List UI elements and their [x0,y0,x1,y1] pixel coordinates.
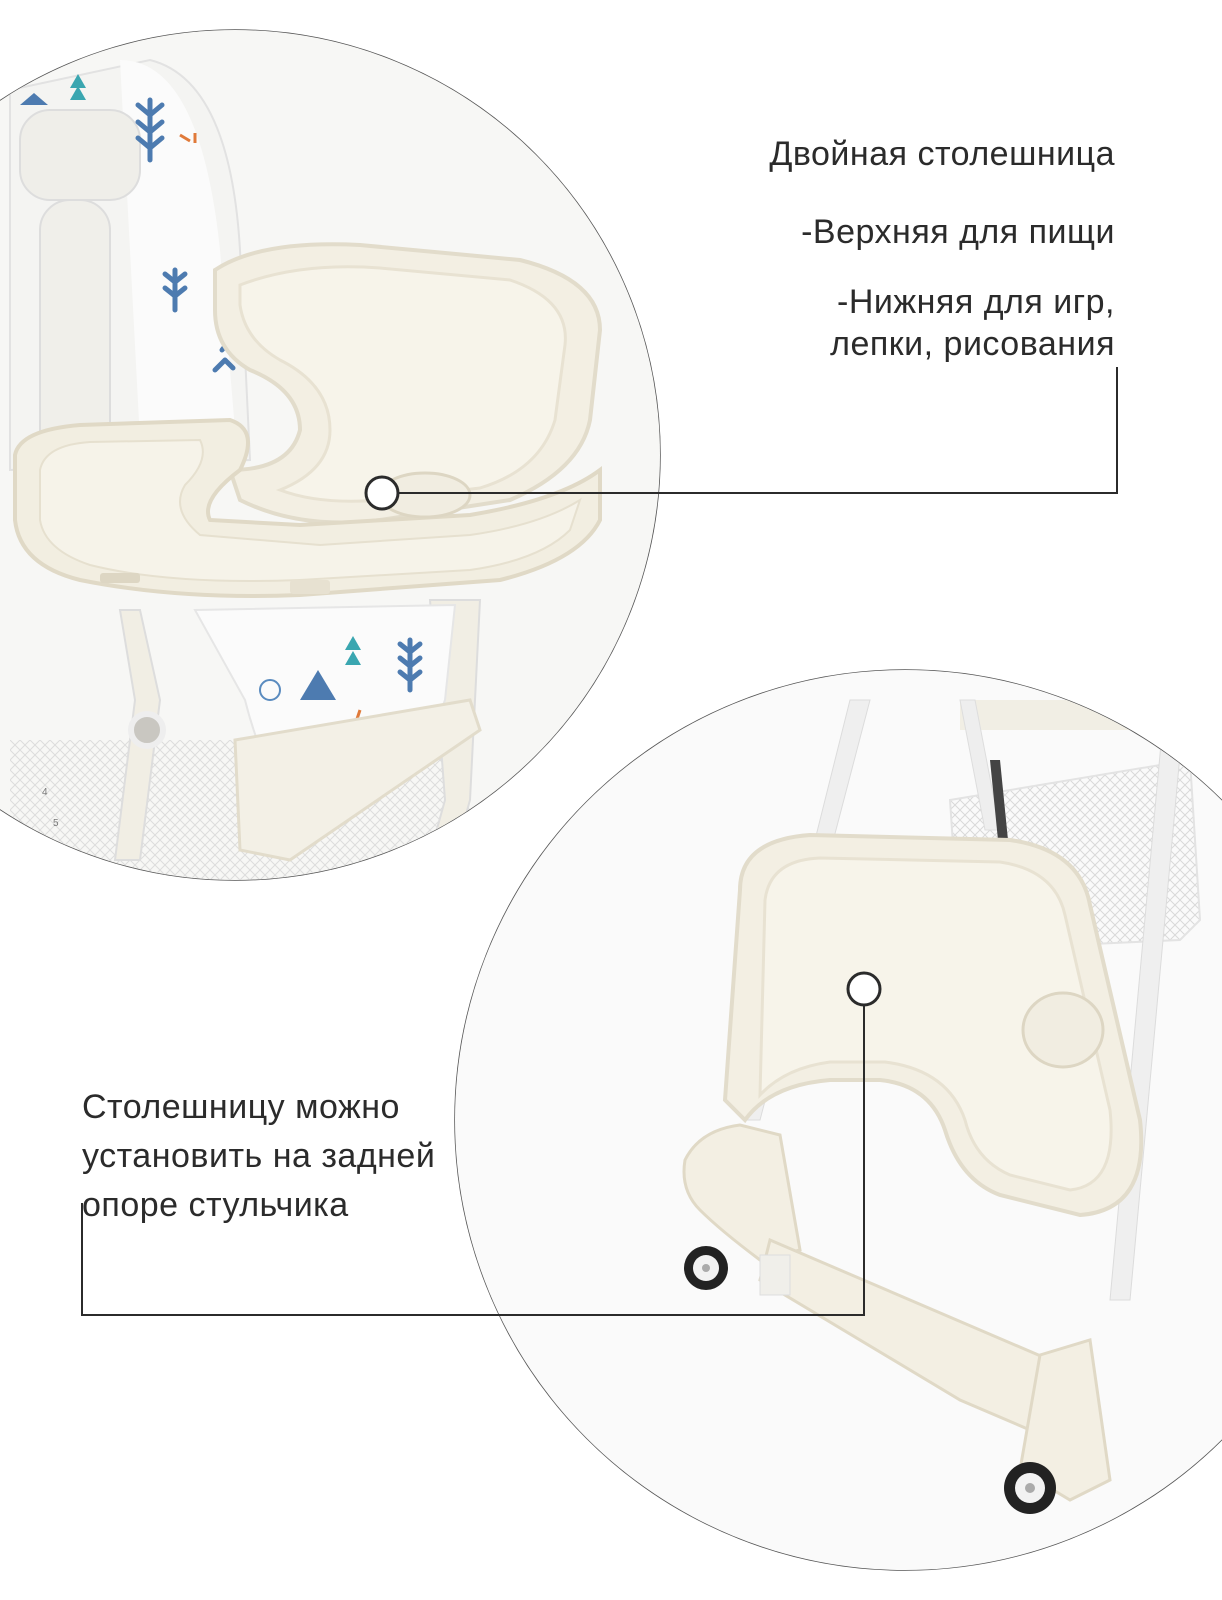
rear-mount-caption-line-3: опоре стульчика [82,1186,349,1224]
rear-mount-caption: Столешницу можно установить на задней оп… [82,1083,602,1230]
caster-wheel-right [1004,1462,1056,1514]
upper-tray-description: -Верхняя для пищи [801,213,1115,251]
recline-button [128,711,166,749]
callout-marker-top [364,475,400,511]
wheel-housing-left [682,1123,802,1262]
double-tray-heading: Двойная столешница [769,135,1115,173]
cup-holder [1021,991,1105,1069]
rear-mount-caption-line-2: установить на задней [82,1137,436,1175]
callout-leader-bottom [81,971,882,1316]
seat-marking-5: 5 [53,818,59,829]
bottom-detail-view [454,669,1222,1571]
callout-marker-bottom [846,971,882,1007]
callout-leader-top [364,367,1118,511]
lower-tray-description-line-1: -Нижняя для игр, [837,283,1115,321]
bottom-detail-photo [455,670,1222,1570]
seat-marking-4: 4 [42,787,48,798]
lower-tray-description-line-2: лепки, рисования [830,325,1115,363]
top-detail-view: 4 5 [0,29,661,881]
footrest [233,698,482,862]
caster-wheel-left [684,1246,728,1290]
top-detail-photo: 4 5 [0,30,660,880]
rear-mount-caption-line-1: Столешницу можно [82,1088,400,1126]
wheel-housing-right [1018,1338,1112,1502]
